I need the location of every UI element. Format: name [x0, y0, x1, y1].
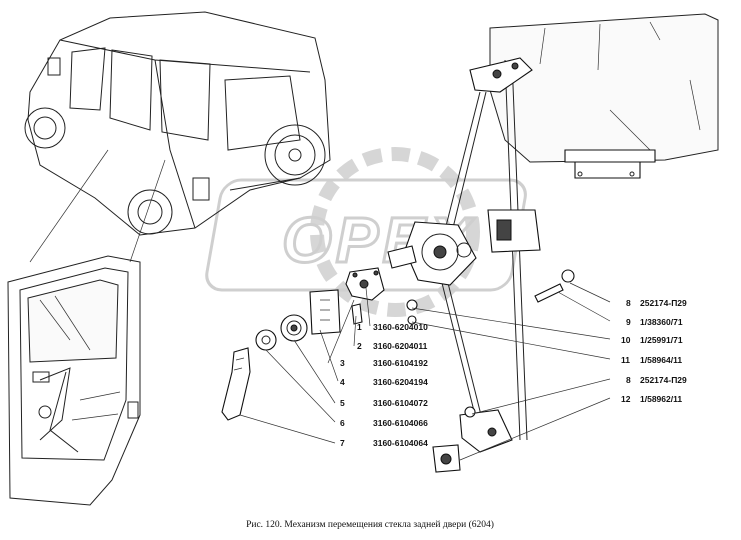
part-7-code: 3160-6104064	[373, 438, 428, 448]
part-12-code: 1/58962/11	[640, 394, 682, 404]
part-8b-code: 252174-П29	[640, 375, 687, 385]
part-7-number: 7	[340, 438, 345, 448]
callout-lines	[29, 149, 166, 263]
parts-list-left: 1 3160-6204010 2 3160-6204011 3 3160-610…	[340, 322, 428, 448]
part-6-number: 6	[340, 418, 345, 428]
part-8-code: 252174-П29	[640, 298, 687, 308]
figure-caption: Рис. 120. Механизм перемещения стекла за…	[246, 519, 494, 530]
part-8b-number: 8	[626, 375, 631, 385]
part-12-number: 12	[621, 394, 631, 404]
part-1-number: 1	[357, 322, 362, 332]
part-11-number: 11	[621, 355, 630, 365]
part-11-code: 1/58964/11	[640, 355, 682, 365]
part-5-number: 5	[340, 398, 345, 408]
part-4-code: 3160-6204194	[373, 377, 428, 387]
part-2-code: 3160-6204011	[373, 341, 428, 351]
window-regulator	[387, 57, 541, 453]
part-6-code: 3160-6104066	[373, 418, 428, 428]
small-parts	[221, 267, 575, 473]
part-8-number: 8	[626, 298, 631, 308]
label-leaders	[239, 282, 611, 461]
part-4-number: 4	[340, 377, 345, 387]
part-5-code: 3160-6104072	[373, 398, 428, 408]
part-10-code: 1/25991/71	[640, 335, 683, 345]
vehicle-illustration	[24, 11, 331, 236]
part-9-code: 1/38360/71	[640, 317, 683, 327]
part-1-code: 3160-6204010	[373, 322, 428, 332]
part-3-number: 3	[340, 358, 345, 368]
window-glass	[489, 13, 719, 179]
part-9-number: 9	[626, 317, 631, 327]
door-illustration	[7, 255, 141, 506]
part-10-number: 10	[621, 335, 631, 345]
part-3-code: 3160-6104192	[373, 358, 428, 368]
part-2-number: 2	[357, 341, 362, 351]
parts-list-right: 8 252174-П29 9 1/38360/71 10 1/25991/71 …	[621, 298, 687, 404]
